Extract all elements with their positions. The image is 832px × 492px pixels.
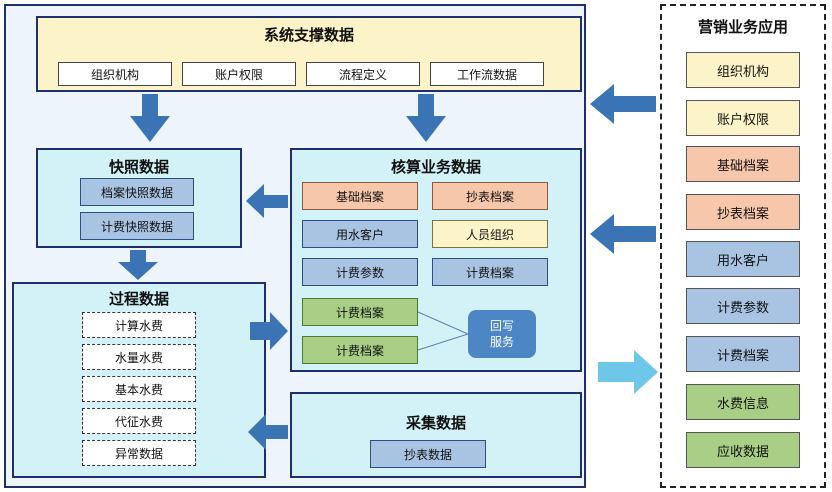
process-item-base: 基本水费 bbox=[82, 376, 196, 402]
arrow-accounting-to-snapshot bbox=[246, 184, 288, 218]
acct-billing-archive: 计费档案 bbox=[432, 258, 548, 286]
mkt-billing-archive: 计费档案 bbox=[686, 336, 800, 372]
mkt-basic-archive: 基础档案 bbox=[686, 146, 800, 182]
system-item-org: 组织机构 bbox=[58, 62, 172, 86]
process-item-calc: 计算水费 bbox=[82, 312, 196, 338]
arrow-marketing-to-system bbox=[590, 84, 656, 124]
mkt-water-customer: 用水客户 bbox=[686, 241, 800, 277]
acct-meter-archive: 抄表档案 bbox=[432, 182, 548, 210]
arrow-snapshot-to-process bbox=[118, 250, 158, 280]
process-item-abnormal: 异常数据 bbox=[82, 440, 196, 466]
snapshot-item-billing: 计费快照数据 bbox=[80, 212, 194, 240]
mkt-water-fee-info: 水费信息 bbox=[686, 384, 800, 420]
acct-green-billing-2: 计费档案 bbox=[302, 336, 418, 364]
system-item-workflow: 工作流数据 bbox=[430, 62, 544, 86]
mkt-receivables: 应收数据 bbox=[686, 432, 800, 468]
link-green-2-to-service bbox=[417, 333, 469, 351]
writeback-service-line2: 服务 bbox=[489, 335, 514, 349]
collection-title: 采集数据 bbox=[405, 414, 466, 432]
mkt-account: 账户权限 bbox=[686, 100, 800, 136]
arrow-marketing-to-accounting bbox=[590, 214, 656, 254]
writeback-service: 回写服务 bbox=[468, 310, 536, 358]
system-item-account: 账户权限 bbox=[182, 62, 296, 86]
process-item-levy: 代征水费 bbox=[82, 408, 196, 434]
arrow-collection-to-process bbox=[248, 414, 288, 450]
mkt-meter-archive: 抄表档案 bbox=[686, 194, 800, 230]
collection-item-meter: 抄表数据 bbox=[370, 440, 486, 468]
system-item-process-def: 流程定义 bbox=[306, 62, 420, 86]
snapshot-item-archive: 档案快照数据 bbox=[80, 178, 194, 206]
snapshot-title: 快照数据 bbox=[108, 158, 169, 176]
link-green-1-to-service bbox=[417, 311, 469, 335]
arrow-process-to-accounting-head bbox=[250, 312, 288, 350]
mkt-billing-params: 计费参数 bbox=[686, 288, 800, 324]
mkt-org: 组织机构 bbox=[686, 52, 800, 88]
acct-water-customer: 用水客户 bbox=[302, 220, 418, 248]
arrow-system-to-accounting bbox=[406, 94, 446, 142]
writeback-service-line1: 回写 bbox=[489, 319, 514, 333]
process-title: 过程数据 bbox=[108, 290, 169, 308]
acct-staff-org: 人员组织 bbox=[432, 220, 548, 248]
arrow-system-to-snapshot bbox=[130, 94, 170, 142]
process-item-volume: 水量水费 bbox=[82, 344, 196, 370]
acct-green-billing-1: 计费档案 bbox=[302, 298, 418, 326]
system-support-title: 系统支撑数据 bbox=[263, 26, 354, 44]
arrow-main-to-marketing bbox=[598, 350, 658, 394]
acct-billing-params: 计费参数 bbox=[302, 258, 418, 286]
marketing-title: 营销业务应用 bbox=[697, 18, 788, 36]
acct-basic-archive: 基础档案 bbox=[302, 182, 418, 210]
accounting-title: 核算业务数据 bbox=[390, 158, 481, 176]
